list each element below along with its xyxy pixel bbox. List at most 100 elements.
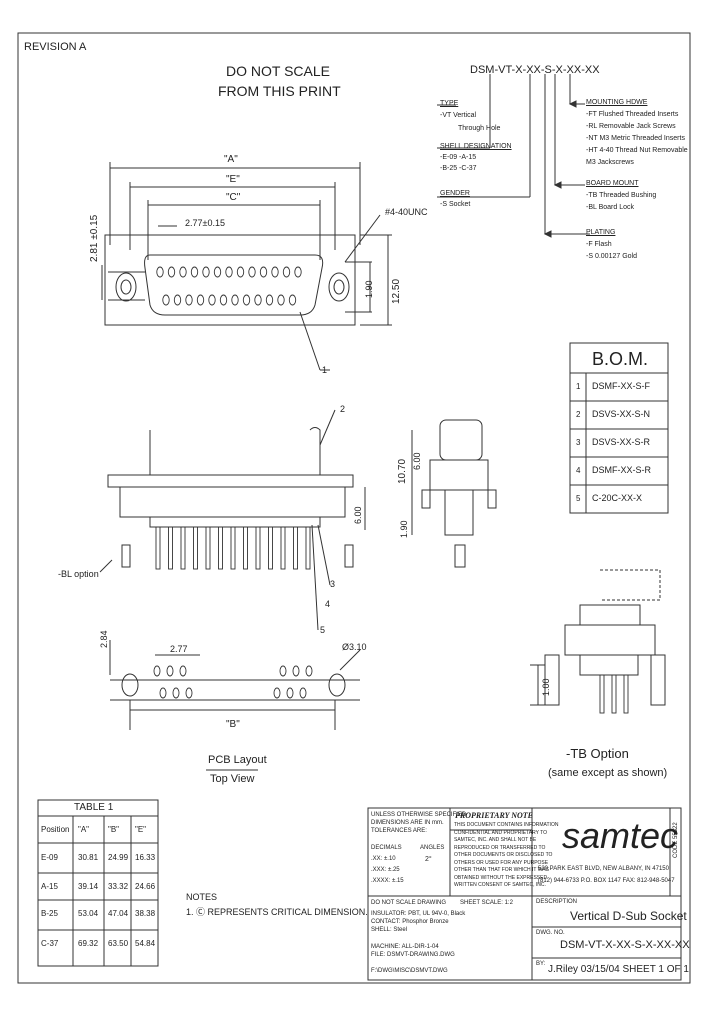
bom-num-3: 3 xyxy=(576,438,581,447)
dim-6-00-a: 6.00 xyxy=(412,452,422,470)
contact-pin xyxy=(265,294,274,306)
contact-pin xyxy=(225,266,233,278)
contact-pin xyxy=(208,294,216,306)
bom-part-4: DSMF-XX-S-R xyxy=(592,465,651,475)
table1-cell: 33.32 xyxy=(108,882,129,891)
end-view-body xyxy=(429,459,489,491)
do-not-scale-2: FROM THIS PRINT xyxy=(218,83,341,99)
side-pin xyxy=(280,526,286,570)
material-2: CONTACT: Phosphor Bronze xyxy=(371,919,449,925)
shell-flange xyxy=(104,234,356,326)
samtec-code: CODE 55322 xyxy=(673,822,679,858)
contact-pin xyxy=(179,665,187,677)
do-not-scale-1: DO NOT SCALE xyxy=(226,63,330,79)
description: Vertical D-Sub Socket xyxy=(570,909,687,923)
tol-xx: .XXX: ±.25 xyxy=(371,867,400,873)
dim-2-84: 2.84 xyxy=(99,630,109,648)
side-pin xyxy=(193,526,198,570)
contact-pin xyxy=(292,665,300,677)
tb-option: -TB Option xyxy=(566,746,629,761)
notes-header: NOTES xyxy=(186,892,218,902)
tol-2: DIMENSIONS ARE IN mm. xyxy=(371,820,444,826)
side-pin xyxy=(255,526,261,570)
mount-hole-right xyxy=(328,272,350,302)
proprietary-line: OTHERS OR USED FOR ANY PURPOSE xyxy=(454,859,549,866)
table1-cell: 24.66 xyxy=(135,882,156,891)
tol-decimals: DECIMALS xyxy=(371,845,402,851)
part-code: DSM-VT-X-XX-S-X-XX-XX xyxy=(470,64,600,76)
contact-pin xyxy=(185,687,193,699)
pcb-layout-label: PCB Layout xyxy=(208,754,267,766)
proprietary-line: OBTAINED WITHOUT THE EXPRESSED xyxy=(454,874,548,881)
contact-pin xyxy=(299,687,307,699)
table1-cell: 47.04 xyxy=(108,909,129,918)
dim-hole: #4-40UNC xyxy=(385,207,428,217)
contact-pin xyxy=(185,294,193,306)
bom-part-2: DSVS-XX-S-N xyxy=(592,409,651,419)
dim-e: "E" xyxy=(226,174,240,185)
title-block xyxy=(367,807,682,981)
proprietary-header: PROPRIETARY NOTE xyxy=(455,811,534,820)
dim-6-00-b: 6.00 xyxy=(353,506,363,524)
board-header: BOARD MOUNT xyxy=(586,180,639,187)
bom-part-5: C-20C-XX-X xyxy=(592,493,643,503)
contact-pin xyxy=(156,266,164,278)
proprietary-line: OTHER THAN THAT FOR WHICH IT WAS xyxy=(454,867,549,873)
contact-pin xyxy=(153,665,161,677)
contact-pin xyxy=(305,665,313,677)
side-pin xyxy=(305,526,311,570)
dwg-number: DSM-VT-X-XX-S-X-XX-XX xyxy=(560,939,690,951)
contact-pin xyxy=(179,266,187,278)
mounting-line-2: -RL Removable Jack Screws xyxy=(586,123,676,130)
table1-cell: 54.84 xyxy=(135,939,156,948)
gender-header: GENDER xyxy=(440,190,470,197)
side-pin xyxy=(205,526,211,570)
tol-1: UNLESS OTHERWISE SPECIFIED xyxy=(371,812,467,818)
bom-num-4: 4 xyxy=(576,466,581,475)
gender-line-1: -S Socket xyxy=(440,201,471,208)
tol-x: .XX: ±.10 xyxy=(371,856,396,862)
table1-title: TABLE 1 xyxy=(74,802,114,813)
sheet-border xyxy=(17,32,691,984)
tol-3: TOLERANCES ARE: xyxy=(371,828,427,834)
table1-cell: B-25 xyxy=(41,909,58,918)
tb-option-sub: (same except as shown) xyxy=(548,767,668,779)
table1-cell: 63.50 xyxy=(108,939,129,948)
dim-2-77: 2.77 xyxy=(170,644,188,654)
type-line-2: Through Hole xyxy=(458,125,501,132)
contact-pin xyxy=(173,294,182,306)
bom-num-2: 2 xyxy=(576,410,581,419)
board-line-1: -TB Threaded Bushing xyxy=(586,192,657,199)
contact-pin xyxy=(162,294,170,306)
table1-cell: C-37 xyxy=(41,939,59,948)
side-body xyxy=(119,486,346,518)
file-3: F:\DWG\MISC\DSMVT.DWG xyxy=(371,968,448,974)
end-view-top xyxy=(439,419,483,461)
table1-cell: 39.14 xyxy=(78,882,99,891)
table1-cell: A-15 xyxy=(41,882,58,891)
tb-sheet-scale: SHEET SCALE: 1:2 xyxy=(460,900,513,906)
contact-pin xyxy=(277,294,285,306)
type-header: TYPE xyxy=(440,100,459,107)
dwg-label: DWG. NO. xyxy=(536,930,565,936)
pcb-hole-left xyxy=(121,673,139,697)
pcb-hole-right xyxy=(328,673,346,697)
revision-label: REVISION A xyxy=(24,41,87,53)
dim-3-10: Ø3.10 xyxy=(342,642,367,652)
mount-hole-left xyxy=(115,272,137,302)
tb-pin xyxy=(599,674,605,714)
by-line: J.Riley 03/15/04 SHEET 1 OF 1 xyxy=(548,964,689,975)
table1-cell: E-09 xyxy=(41,853,58,862)
callout-3: 3 xyxy=(330,579,336,589)
shell-dshape xyxy=(144,254,324,316)
contact-pin xyxy=(282,266,291,278)
contact-pin xyxy=(172,687,180,699)
contact-pin xyxy=(219,294,228,306)
side-shell-top xyxy=(149,427,321,476)
dim-2-81: 2.81 ±0.15 xyxy=(89,214,100,262)
shell-header: SHELL DESIGNATION xyxy=(440,143,512,150)
callout-4: 4 xyxy=(325,599,331,609)
bom-part-1: DSMF-XX-S-F xyxy=(592,381,650,391)
